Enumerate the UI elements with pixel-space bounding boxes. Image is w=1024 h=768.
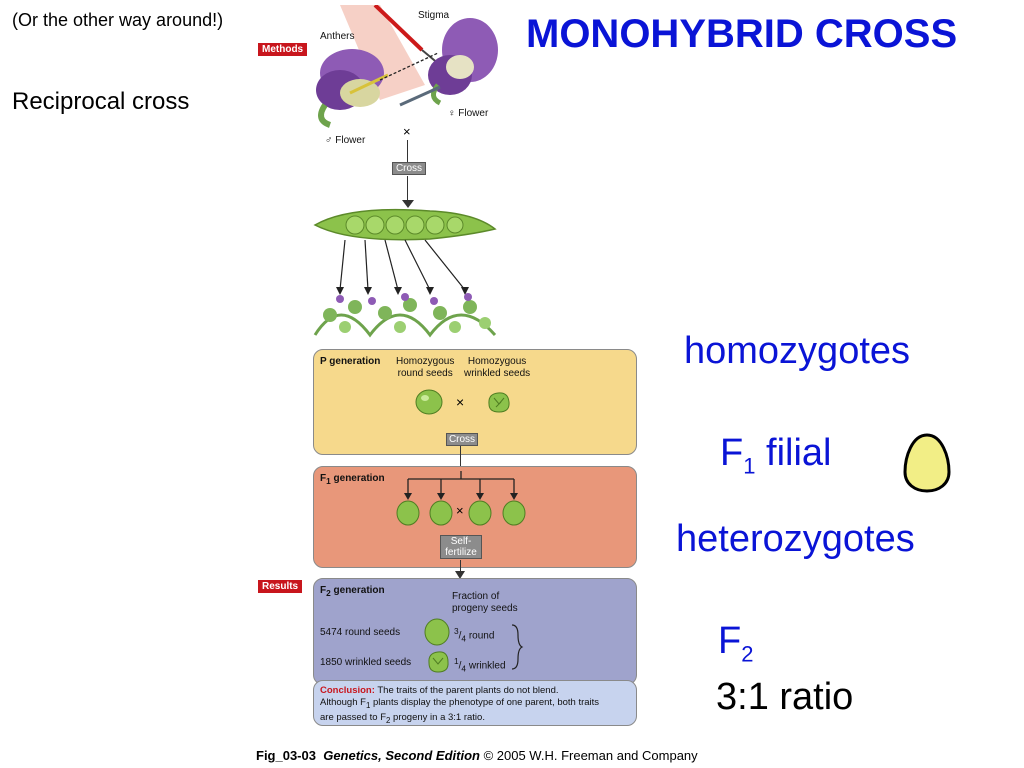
stigma-label: Stigma: [418, 10, 450, 21]
cross-symbol: ×: [403, 124, 411, 139]
f2-label: F2: [718, 620, 754, 667]
heterozygotes-label: heterozygotes: [676, 518, 915, 560]
round-fraction: 3/4 round: [454, 626, 495, 644]
ratio-label: 3:1 ratio: [716, 676, 854, 718]
egg-icon: [903, 433, 951, 493]
figure-caption: Fig_03-03 Genetics, Second Edition © 200…: [256, 748, 698, 763]
plants-illustration: [313, 239, 497, 338]
self-fertilize-box: Self- fertilize: [440, 535, 482, 559]
f1-generation-panel: F1 generation × Self- fertilize: [313, 466, 637, 568]
methods-tag: Methods: [258, 43, 308, 56]
f2-round-seed-icon: [424, 618, 450, 646]
homozygotes-label: homozygotes: [684, 330, 911, 372]
f2-wrinkled-seed-icon: [428, 651, 449, 673]
results-tag: Results: [258, 580, 303, 593]
male-flower-label: ♂ Flower: [325, 135, 366, 146]
round-parent-label: Homozygous round seeds: [396, 356, 455, 379]
cross-box-top: Cross: [392, 162, 426, 175]
ratio-brace: [511, 624, 524, 670]
pea-pod-icon: [313, 208, 497, 241]
female-flower-icon: [428, 18, 498, 106]
light-beam: [340, 5, 425, 100]
page-title: MONOHYBRID CROSS: [526, 12, 958, 56]
flower-cross-illustration: [316, 5, 498, 128]
wrinkled-parent-label: Homozygous wrinkled seeds: [464, 356, 531, 379]
conclusion-panel: Conclusion: The traits of the parent pla…: [313, 680, 637, 726]
f1-branch-arrows: [404, 471, 518, 500]
fraction-header: Fraction of progeny seeds: [452, 591, 518, 614]
f2-generation-panel: F2 generation Fraction of progeny seeds …: [313, 578, 637, 685]
conclusion-text: Conclusion: The traits of the parent pla…: [320, 685, 600, 725]
wrinkled-fraction: 1/4 wrinkled: [454, 656, 506, 674]
anthers-label: Anthers: [320, 31, 355, 42]
note-text: (Or the other way around!): [12, 10, 224, 30]
round-seed-count: 5474 round seeds: [320, 627, 401, 638]
p-cross-box: Cross: [446, 433, 478, 446]
reciprocal-cross-label: Reciprocal cross: [12, 88, 190, 115]
p-generation-label: P generation: [320, 356, 381, 367]
wrinkled-seed-icon: [488, 392, 510, 413]
brush-icon: [373, 5, 424, 52]
f1-generation-label: F1 generation: [320, 473, 385, 486]
wrinkled-seed-count: 1850 wrinkled seeds: [320, 657, 412, 668]
cross-symbol-f1: ×: [456, 503, 464, 518]
female-flower-label: ♀ Flower: [448, 108, 489, 119]
f2-generation-label: F2 generation: [320, 585, 385, 598]
cross-symbol-p: ×: [456, 394, 465, 410]
round-seed-icon: [415, 389, 443, 415]
forceps-icon: [399, 85, 441, 107]
p-generation-panel: P generation Homozygous round seeds Homo…: [313, 349, 637, 455]
male-flower-icon: [316, 49, 389, 128]
f1-seeds: [396, 500, 526, 526]
f1-filial-label: F1 filial: [720, 432, 832, 479]
